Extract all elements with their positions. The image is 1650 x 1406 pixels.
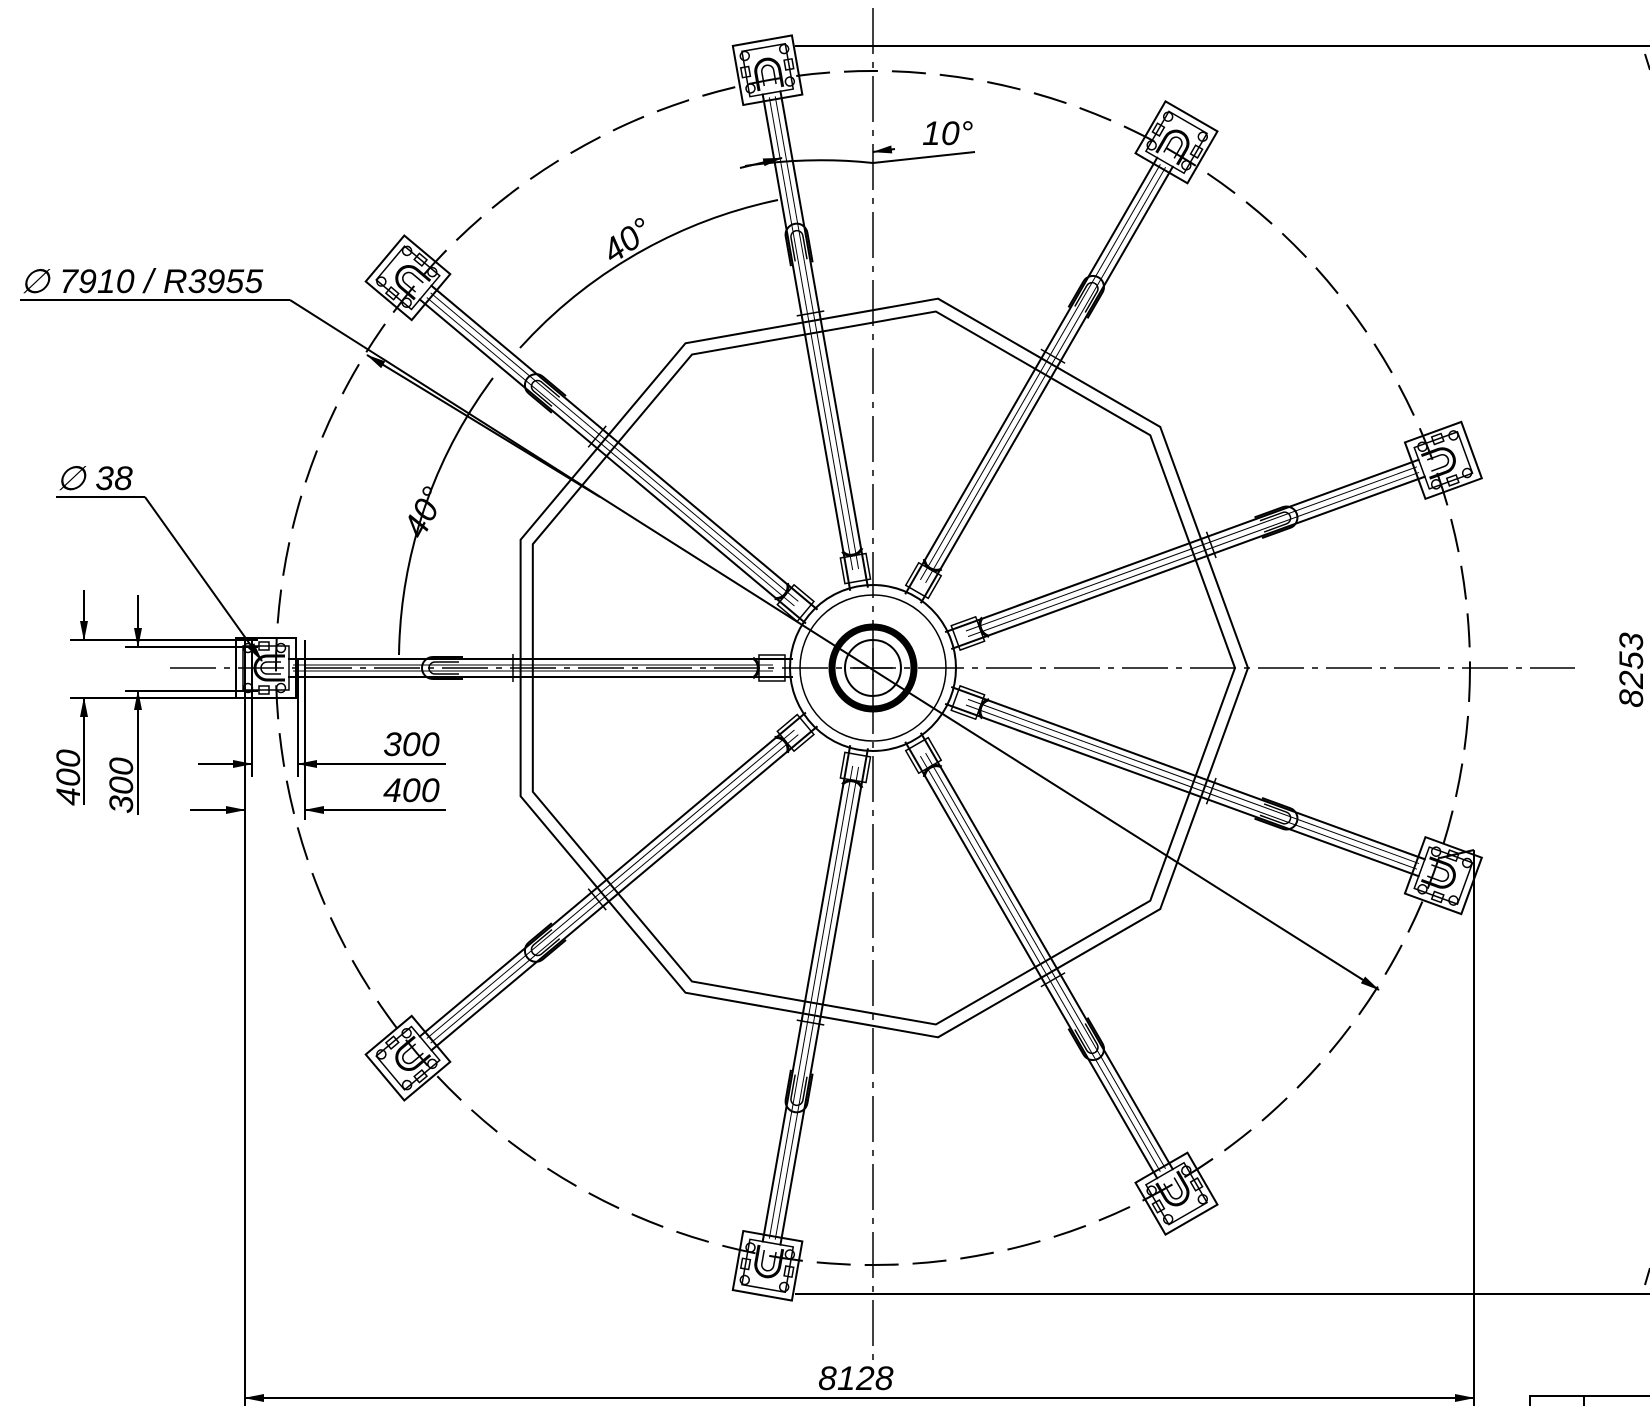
hole-spacing-vertical-label: 300 — [103, 757, 141, 814]
bolt-diameter-dimension — [56, 496, 263, 662]
ring-diameter-label: ∅ 7910 / R3955 — [20, 263, 263, 301]
plate-width-vertical-label: 400 — [50, 749, 88, 806]
plate-width-horizontal-label: 400 — [383, 772, 440, 810]
radial-arms — [235, 34, 1484, 1302]
hole-spacing-horizontal-label: 300 — [383, 726, 440, 764]
frame-inner-edge — [531, 310, 1237, 1026]
radial-arm — [364, 234, 819, 625]
angle-10-label: 10° — [922, 115, 973, 153]
radial-arm — [731, 745, 872, 1302]
radial-arm — [944, 420, 1484, 652]
radial-arm — [944, 684, 1484, 916]
plate-horizontal-dimensions — [190, 640, 446, 820]
radial-arm — [364, 711, 819, 1102]
angle-10-dimension — [739, 145, 976, 169]
radial-arm — [235, 637, 793, 699]
plate-vertical-dimensions — [70, 590, 258, 815]
central-hub — [789, 584, 957, 752]
angle-40-upper-label: 40° — [596, 211, 660, 272]
angle-40-upper-dimension — [519, 199, 779, 349]
frame-outer-edge — [519, 297, 1250, 1039]
bolt-diameter-label: ∅ 38 — [56, 460, 133, 498]
radial-arm — [731, 34, 872, 591]
boundary-lines — [244, 45, 1650, 1406]
radial-arm — [904, 732, 1219, 1237]
radial-arm — [904, 99, 1219, 604]
title-block-corner — [1529, 1395, 1650, 1406]
overall-width-label: 8128 — [818, 1360, 894, 1398]
bolt-circle — [275, 70, 1471, 1266]
overall-height-label: 8253 — [1613, 632, 1650, 708]
angle-40-left-dimension — [398, 377, 494, 656]
ring-diameter-dimension — [20, 299, 1380, 991]
angle-40-left-label: 40° — [396, 481, 454, 544]
inner-frame — [519, 297, 1250, 1039]
